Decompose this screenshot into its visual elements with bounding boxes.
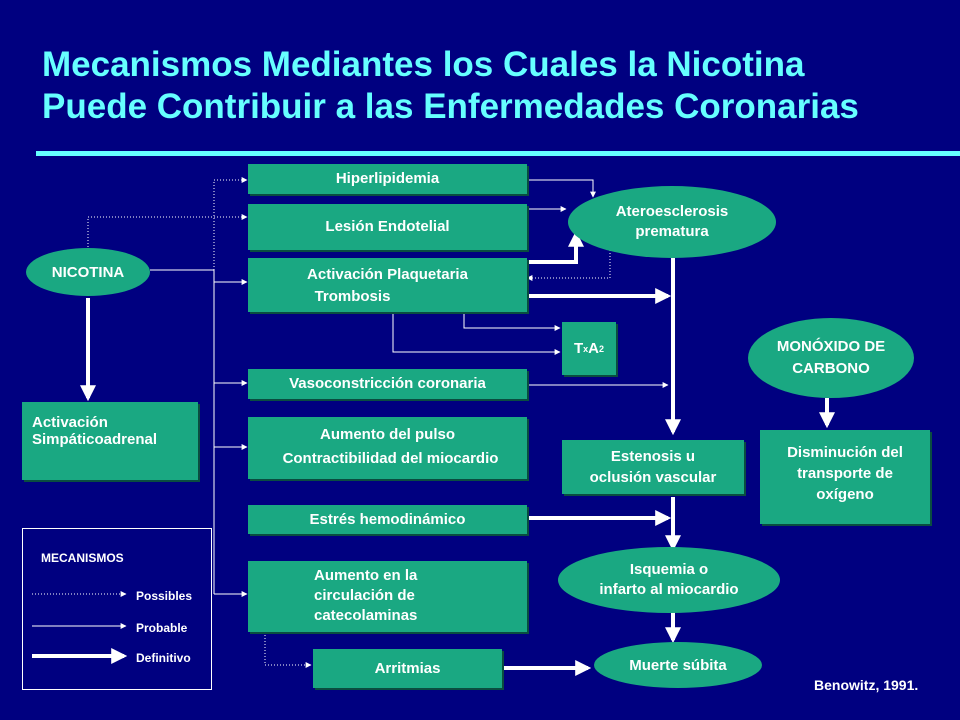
node-aumento-circulacion: Aumento en la circulación de catecolamin…: [248, 561, 527, 632]
connector-athero-plaq-dotted: [526, 247, 611, 281]
node-nicotina-label: NICOTINA: [51, 263, 125, 281]
node-vaso-label: Vasoconstricción coronaria: [289, 375, 486, 392]
node-isquemia: Isquemia o infarto al miocardio: [558, 547, 780, 613]
legend: MECANISMOS Possibles Probable Definitivo: [22, 528, 212, 690]
legend-title: MECANISMOS: [41, 551, 124, 565]
node-hiperlipidemia: Hiperlipidemia: [248, 164, 527, 194]
connector-tree-hiperlipidemia: [213, 177, 248, 270]
node-monoxido: MONÓXIDO DE CARBONO: [748, 318, 914, 398]
node-arritmias: Arritmias: [313, 649, 502, 688]
node-disminucion-transporte: Disminución del transporte de oxígeno: [760, 430, 930, 524]
node-activacion-line-1: Activación: [32, 414, 108, 431]
node-aumento-pulso: Aumento del pulso Contractibilidad del m…: [248, 417, 527, 479]
node-isquemia-line-2: infarto al miocardio: [599, 581, 739, 598]
node-activacion-simpatica: Activación Simpáticoadrenal: [22, 402, 198, 480]
title-line-2: Puede Contribuir a las Enfermedades Coro…: [42, 87, 859, 126]
node-estenosis: Estenosis u oclusión vascular: [562, 440, 744, 494]
connector-plaq-txa2: [463, 312, 561, 331]
node-circ-line-2: circulación de: [314, 587, 415, 604]
node-circ-line-1: Aumento en la: [314, 567, 418, 584]
node-disminucion-line-3: oxígeno: [816, 486, 874, 503]
node-plaquetaria-line-2: Trombosis: [314, 288, 391, 305]
legend-item-possible: Possibles: [136, 589, 193, 603]
node-athero-line-1: Ateroesclerosis: [615, 203, 729, 220]
connector-nicotina-lesion: [87, 214, 248, 250]
slide-title: Mecanismos Mediantes los Cuales la Nicot…: [42, 44, 942, 128]
node-estres-label: Estrés hemodinámico: [309, 511, 466, 528]
node-muerte-label: Muerte súbita: [629, 656, 727, 674]
legend-item-probable: Probable: [136, 621, 188, 635]
connector-trombosis-txa2: [392, 312, 561, 355]
title-line-1: Mecanismos Mediantes los Cuales la Nicot…: [42, 45, 805, 84]
node-monoxido-line-1: MONÓXIDO DE: [776, 338, 886, 355]
node-monoxido-line-2: CARBONO: [792, 360, 870, 377]
node-hiperlipidemia-label: Hiperlipidemia: [335, 170, 440, 187]
node-athero-line-2: prematura: [635, 223, 709, 240]
node-muerte-subita: Muerte súbita: [594, 642, 762, 688]
txa2-t: T: [573, 340, 584, 357]
node-pulso-line-2: Contractibilidad del miocardio: [282, 450, 499, 467]
node-activacion-line-2: Simpáticoadrenal: [32, 431, 158, 448]
txa2-2: 2: [599, 343, 605, 354]
connector-hiper-athero: [527, 179, 596, 198]
node-estenosis-line-2: oclusión vascular: [589, 469, 717, 486]
citation: Benowitz, 1991.: [814, 677, 919, 693]
node-vasoconstriccion: Vasoconstricción coronaria: [248, 369, 527, 399]
node-nicotina: NICOTINA: [26, 248, 150, 296]
node-disminucion-line-2: transporte de: [797, 465, 893, 482]
title-underline: [36, 151, 960, 156]
node-estres-hemodinamico: Estrés hemodinámico: [248, 505, 527, 534]
node-lesion-endotelial: Lesión Endotelial: [248, 204, 527, 250]
node-estenosis-line-1: Estenosis u: [610, 448, 696, 465]
node-isquemia-line-1: Isquemia o: [629, 561, 709, 578]
node-activacion-plaquetaria: Activación Plaquetaria Trombosis: [248, 258, 527, 312]
txa2-x: x: [583, 343, 589, 354]
node-disminucion-line-1: Disminución del: [787, 444, 903, 461]
node-ateroesclerosis: Ateroesclerosis prematura: [568, 186, 776, 258]
legend-item-definitive: Definitivo: [136, 651, 191, 665]
connector-plaq-athero: [527, 230, 584, 264]
connector-circ-arritmias: [264, 632, 312, 668]
node-lesion-label: Lesión Endotelial: [325, 218, 450, 235]
node-pulso-line-1: Aumento del pulso: [320, 426, 455, 443]
node-plaquetaria-line-1: Activación Plaquetaria: [307, 266, 468, 283]
node-arritmias-label: Arritmias: [374, 660, 441, 677]
node-circ-line-3: catecolaminas: [314, 607, 418, 624]
txa2-a: A: [588, 340, 599, 357]
